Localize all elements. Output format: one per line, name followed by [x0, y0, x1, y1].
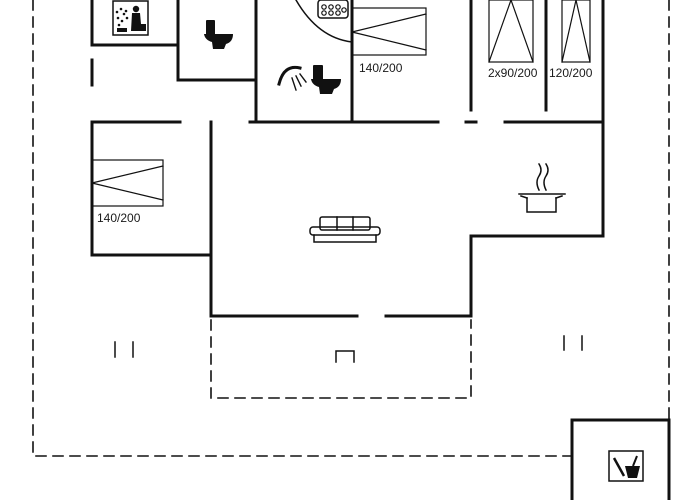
shower-icon: [277, 65, 307, 91]
bed-size-label-bunk-b: 120/200: [549, 66, 593, 80]
bed-size-label-bunk-a: 2x90/200: [488, 66, 538, 80]
bed-left: [91, 159, 164, 207]
cooking-pot-icon: [518, 162, 566, 213]
door-marker-icon: [335, 350, 355, 363]
toilet-icon: [204, 20, 233, 49]
bed-size-label-left: 140/200: [97, 211, 141, 225]
bunk-bed-a: [488, 0, 534, 63]
bed-top: [351, 7, 427, 56]
sauna-icon: [112, 0, 149, 36]
bed-size-label-top: 140/200: [359, 61, 403, 75]
sofa-icon: [309, 216, 381, 243]
whirlpool-icon: [295, 0, 353, 43]
outdoor-shower-icon: [608, 450, 644, 482]
toilet-icon-bath: [311, 65, 341, 94]
window-marks: [114, 335, 583, 358]
terrace-outline: [32, 0, 670, 457]
bunk-bed-b: [561, 0, 591, 63]
